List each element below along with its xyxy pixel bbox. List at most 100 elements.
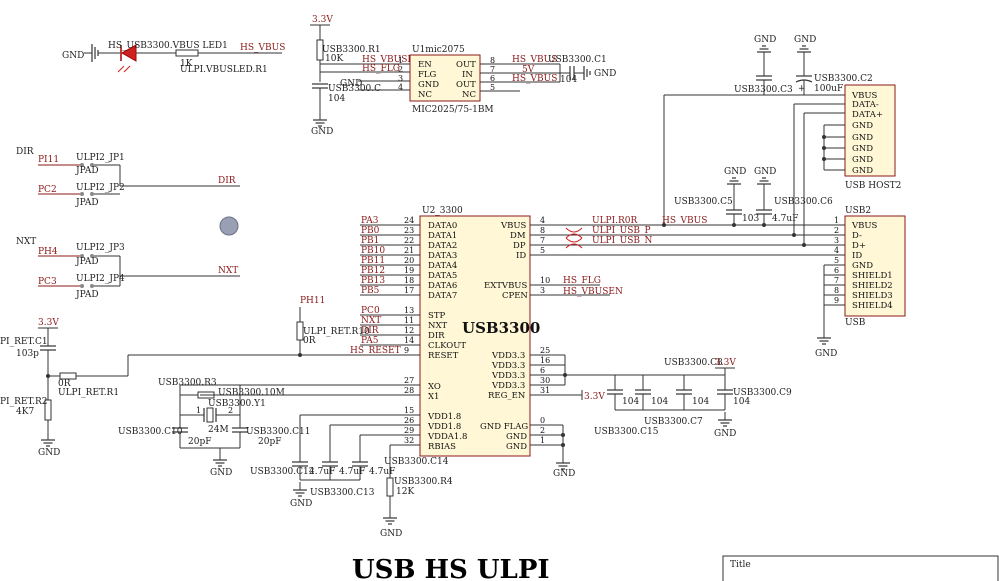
vbus-led-section: GND HS_USB3300.VBUS LED1 1K ULPI.VBUSLED… <box>62 41 285 75</box>
xtal-c10-ref: USB3300.C10 <box>118 427 183 437</box>
host-plus: + <box>798 84 806 94</box>
u2-pnum-32: 32 <box>404 436 414 445</box>
xtal-gnd: GND <box>210 468 232 478</box>
u2-pnum-20: 20 <box>404 256 414 265</box>
net-pb11: PB11 <box>361 256 385 266</box>
dev-c6-ref: USB3300.C6 <box>774 197 833 207</box>
u2-pin-reg-en: REG_EN <box>488 391 526 401</box>
vdd18-caps-section: GND USB3300.C12 USB3300.C13 USB3300.C14 … <box>250 415 453 539</box>
u2-pnum-4: 4 <box>540 216 545 225</box>
host-pin-gnd1: GND <box>852 121 873 131</box>
u2-pnum-16: 16 <box>540 356 550 365</box>
u2-pnum-13: 13 <box>404 306 414 315</box>
dev-pin-vbus: VBUS <box>851 221 878 231</box>
u2-pnum-27: 27 <box>404 376 414 385</box>
u2-pnum-19: 19 <box>404 266 414 275</box>
host-c2-val: 100uF <box>814 84 843 94</box>
u2-pin-vdd33c: VDD3.3 <box>491 371 525 381</box>
u2-pin-data3: DATA3 <box>428 251 457 261</box>
u2-pnum-8: 8 <box>540 226 545 235</box>
dir-net: DIR <box>218 176 236 186</box>
u2-pnum-0: 0 <box>540 416 545 425</box>
mic-pin-nc: NC <box>418 90 432 100</box>
mic-pnum-2: 2 <box>398 65 403 74</box>
u2-pin-vdd33b: VDD3.3 <box>491 361 525 371</box>
u2-pin-gnd-a: GND <box>506 432 527 442</box>
u2-pnum-9: 9 <box>404 346 409 355</box>
dev-gnd: GND <box>815 349 837 359</box>
u2-pnum-6: 6 <box>540 366 545 375</box>
vdd-c14-ref: USB3300.C14 <box>384 457 449 467</box>
dev-pnum-4: 4 <box>834 246 839 255</box>
decap-rail: 3.3V <box>715 358 736 368</box>
reset-r10-val: 0R <box>303 336 316 346</box>
crystal-icon <box>206 407 214 423</box>
u2-pin-dp: DP <box>513 241 526 251</box>
u2-pnum-28: 28 <box>404 386 414 395</box>
vdd-r4-val: 12K <box>396 487 414 497</box>
dev-pin-shield3: SHIELD3 <box>852 291 893 301</box>
u2-pin-rbias: RBIAS <box>428 442 456 452</box>
host-gnd2: GND <box>794 35 816 45</box>
u2-pin-vdda18: VDDA1.8 <box>427 432 467 442</box>
u2-pin-id: ID <box>516 251 526 261</box>
mic-part: MIC2025/75-1BM <box>412 105 494 115</box>
net-ph4: PH4 <box>38 247 58 257</box>
mic-pin-gnd: GND <box>418 80 439 90</box>
jp2-ref: ULPI2_JP2 <box>76 183 125 193</box>
u2-pin-vdd18b: VDD1.8 <box>427 422 461 432</box>
crystal-section: USB3300.R3 USB3300.10M USB3300.Y1 1 2 24… <box>118 378 310 478</box>
host-gnd1: GND <box>754 35 776 45</box>
mic-pnum-8: 8 <box>490 56 495 65</box>
mic2075-section: 3.3V USB3300.R1 10K GND USB3300.C 104 HS… <box>310 15 616 137</box>
mic-pnum-6: 6 <box>490 74 495 83</box>
u2-pin-clkout: CLKOUT <box>428 341 466 351</box>
u2-reg-en-rail: 3.3V <box>584 392 605 402</box>
mic-c1-gnd: GND <box>594 69 616 79</box>
xtal-pin1: 1 <box>196 406 201 415</box>
vdd-c-val-1: 4.7uF <box>309 467 335 477</box>
net-pb12: PB12 <box>361 266 385 276</box>
led-res-ref: ULPI.VBUSLED.R1 <box>180 65 268 75</box>
dev-pin-dplus: D+ <box>852 241 866 251</box>
mic-gnd: GND <box>340 79 362 89</box>
nxt-net: NXT <box>218 266 238 276</box>
vdd-gnd2: GND <box>380 529 402 539</box>
net-pi11: PI11 <box>38 155 59 165</box>
reset-r2-ref: PI_RET.R2 <box>0 397 48 407</box>
decap-val-4: 104 <box>733 397 750 407</box>
dev-pnum-6: 6 <box>834 266 839 275</box>
dev-gnd5: GND <box>724 167 746 177</box>
mic-cap-val: 104 <box>328 94 345 104</box>
u2-pin-reset: RESET <box>428 351 459 361</box>
host-pin-gnd4: GND <box>852 155 873 165</box>
mic-c1-val: 104 <box>560 75 577 85</box>
u2-pin-extvbus: EXTVBUS <box>484 281 527 291</box>
reset-r1-ref: ULPI_RET.R1 <box>58 388 119 398</box>
led-ref: HS_USB3300.VBUS LED1 <box>108 41 228 51</box>
nxt-label: NXT <box>16 237 36 247</box>
vdd-r4-ref: USB3300.R4 <box>394 477 453 487</box>
u2-pnum-10: 10 <box>540 276 550 285</box>
u2-ref: U2_3300 <box>422 206 463 216</box>
dev-pnum-8: 8 <box>834 286 839 295</box>
mic-c1-ref: USB3300.C1 <box>548 55 607 65</box>
jumper-section: DIR PI11 ULPI2_JP1 JPAD PC2 ULPI2_JP2 JP… <box>16 147 240 300</box>
mic-pnum-3: 3 <box>398 74 403 83</box>
u2-pin-gnd-flag: GND FLAG <box>480 422 528 432</box>
mic-net-out2: HS_VBUS <box>512 74 557 84</box>
u2-pin-vbus: VBUS <box>500 221 527 231</box>
decap-c8-ref: USB3300.C8 <box>664 358 723 368</box>
mic-pnum-1: 1 <box>398 56 403 65</box>
u2-pnum-12: 12 <box>404 326 414 335</box>
u2-pin-data6: DATA6 <box>428 281 457 291</box>
decap-gnd: GND <box>714 429 736 439</box>
xtal-r3-ref: USB3300.R3 <box>158 378 217 388</box>
u2-pnum-26: 26 <box>404 416 414 425</box>
mic-pin-flg: FLG <box>418 70 437 80</box>
dev-pnum-3: 3 <box>834 236 839 245</box>
u2-pin-dir: DIR <box>428 331 445 341</box>
reset-section: 3.3V PI_RET.C1 103p 0R ULPI_RET.R1 GND P… <box>0 296 370 458</box>
